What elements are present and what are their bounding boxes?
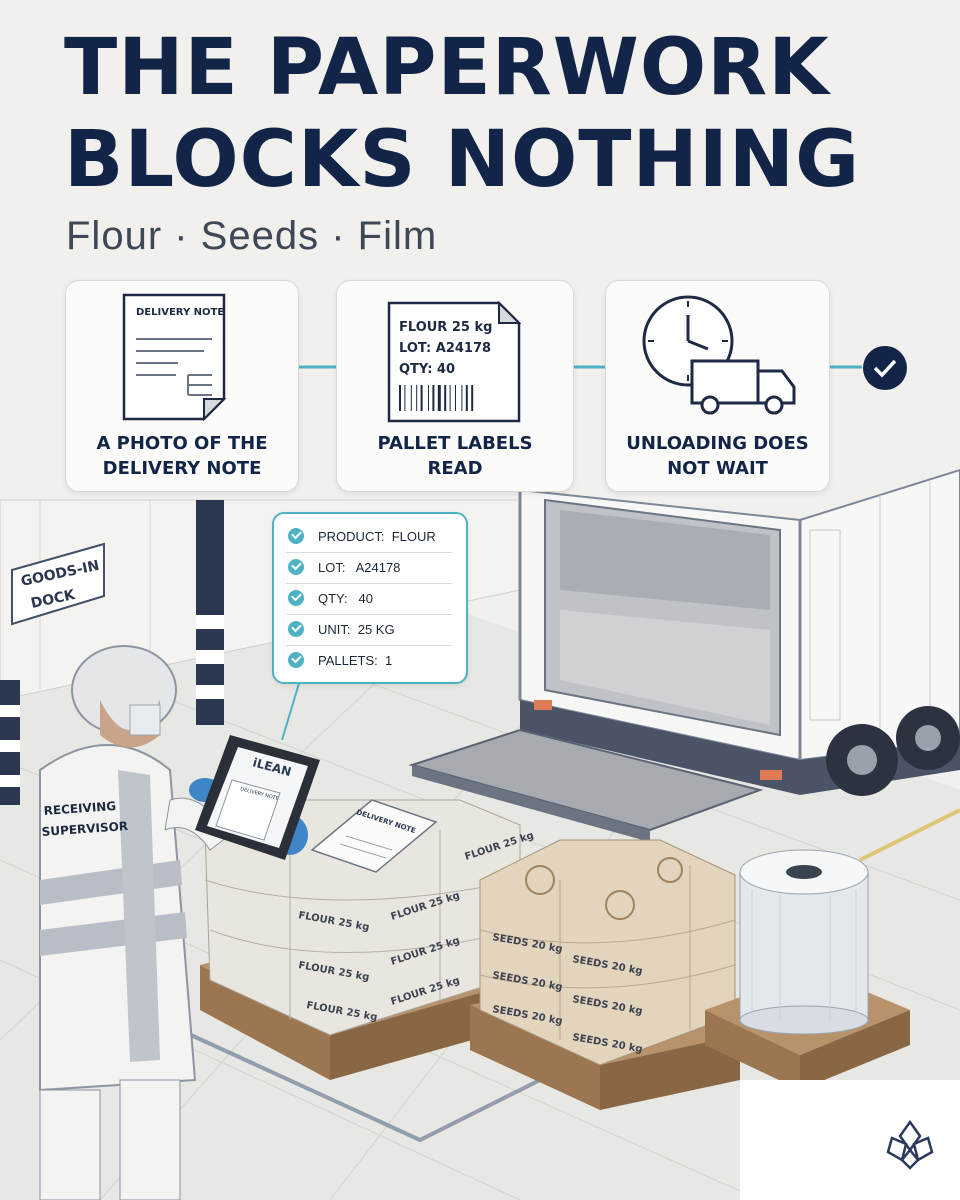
headline-line-1: THE PAPERWORK — [64, 23, 830, 113]
barcode-bar — [416, 385, 418, 411]
scan-row-value: A24178 — [355, 560, 401, 575]
scan-row-value: FLOUR — [391, 529, 436, 544]
pallet-label-line: QTY: 40 — [399, 362, 455, 377]
pallet-label-line: LOT: A24178 — [399, 341, 491, 356]
delivery-truck — [408, 468, 960, 842]
barcode-bar — [428, 385, 429, 411]
receiving-supervisor-figure: RECEIVING SUPERVISOR — [39, 645, 308, 1200]
scan-row-value: 40 — [358, 591, 373, 606]
brand-logo-icon — [886, 1119, 934, 1170]
barcode-bar — [410, 385, 412, 411]
pallet-label-barcode-icon: FLOUR 25 kg LOT: A24178 QTY: 40 — [387, 300, 522, 423]
scan-row-key: UNIT: — [318, 622, 351, 637]
scan-row-key: LOT: — [318, 560, 346, 575]
scan-row-key: QTY: — [318, 591, 348, 606]
step-label: A PHOTO OF THE DELIVERY NOTE — [96, 433, 268, 479]
delivery-note-document-icon: DELIVERY NOTE — [122, 293, 227, 422]
headline: THE PAPERWORK BLOCKS NOTHING — [64, 22, 860, 206]
check-icon — [288, 559, 304, 575]
delivery-note-title: DELIVERY NOTE — [136, 307, 224, 318]
step-card-pallet-labels: FLOUR 25 kg LOT: A24178 QTY: 40 PALLET L… — [336, 280, 574, 492]
safety-bollard — [196, 500, 224, 725]
scan-row-product: PRODUCT: FLOUR — [286, 522, 452, 553]
barcode-bar — [444, 385, 447, 411]
scan-row-value: 1 — [384, 653, 393, 668]
vest-text: RECEIVING — [43, 799, 116, 818]
barcode-bar — [449, 385, 451, 411]
seeds-pallet: SEEDS 20 kg SEEDS 20 kg SEEDS 20 kg SEED… — [470, 839, 740, 1110]
barcode-bar — [471, 385, 474, 411]
barcode-bar — [455, 385, 456, 411]
check-icon — [288, 621, 304, 637]
barcode-bar — [399, 385, 401, 411]
safety-bollard — [0, 680, 20, 805]
goods-in-dock-sign: GOODS-IN DOCK — [11, 542, 105, 626]
logo-area — [740, 1080, 960, 1200]
step-card-unloading: UNLOADING DOES NOT WAIT — [605, 280, 830, 492]
scan-row-value: 25 KG — [357, 622, 395, 637]
step-card-delivery-note-photo: DELIVERY NOTE A PHOTO OF THE DELIVERY NO… — [65, 280, 299, 492]
check-circle-icon — [863, 346, 907, 390]
film-roll-pallet — [705, 849, 910, 1090]
barcode-bar — [420, 385, 423, 411]
barcode-bar — [404, 385, 406, 411]
scan-row-key: PRODUCT: — [318, 529, 385, 544]
check-icon — [288, 528, 304, 544]
scan-row-pallets: PALLETS: 1 — [286, 646, 452, 676]
step-label: UNLOADING DOES NOT WAIT — [626, 433, 809, 479]
pallet-label-line: FLOUR 25 kg — [399, 320, 492, 335]
scan-result-popup: PRODUCT: FLOUR LOT: A24178 QTY: 40 UNIT:… — [272, 512, 468, 684]
check-icon — [288, 652, 304, 668]
step-label: PALLET LABELS READ — [377, 433, 533, 479]
barcode-bar — [461, 385, 463, 411]
barcode-bar — [437, 385, 441, 411]
subtitle: Flour · Seeds · Film — [66, 214, 438, 258]
clock-truck-icon — [642, 295, 796, 415]
scan-row-key: PALLETS: — [318, 653, 378, 668]
step-connector-lines — [297, 365, 862, 369]
barcode-bar — [465, 385, 468, 411]
scan-row-lot: LOT: A24178 — [286, 553, 452, 584]
tablet-device: iLEAN DELIVERY NOTE — [195, 735, 320, 860]
vest-text: SUPERVISOR — [41, 819, 128, 839]
headline-line-2: BLOCKS NOTHING — [64, 115, 861, 205]
scan-row-qty: QTY: 40 — [286, 584, 452, 615]
barcode-bar — [432, 385, 435, 411]
scan-row-unit: UNIT: 25 KG — [286, 615, 452, 646]
check-icon — [288, 590, 304, 606]
